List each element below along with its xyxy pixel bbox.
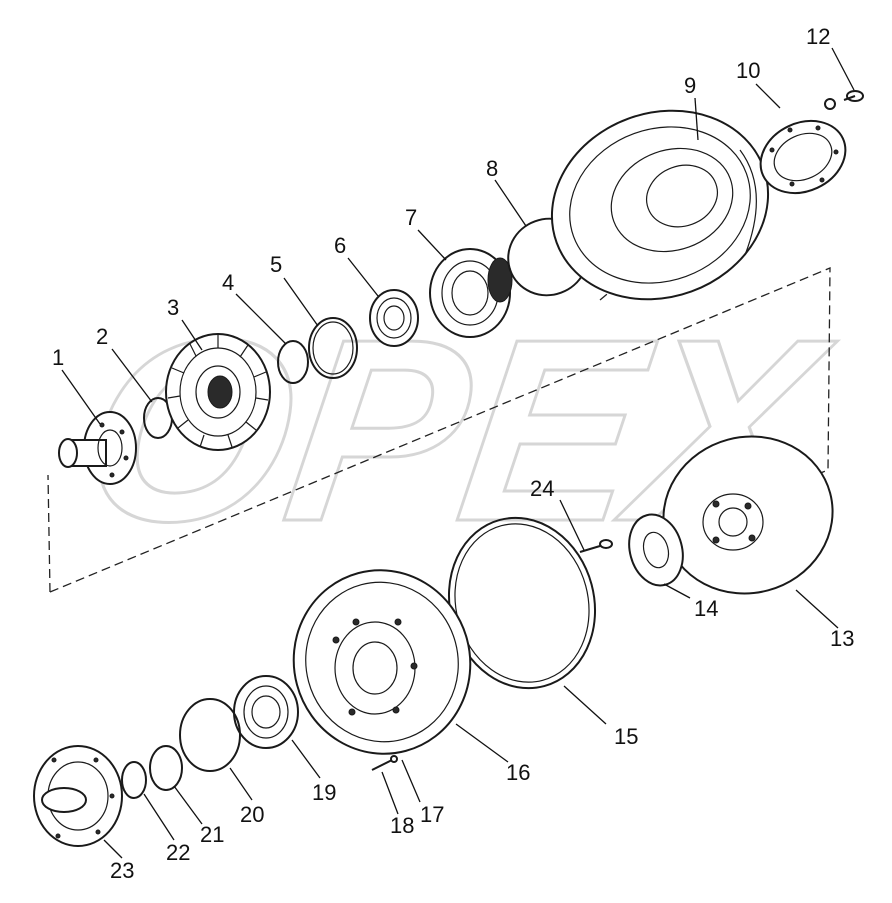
callout-14: 14 [694, 596, 718, 621]
part-9-housing [550, 109, 770, 301]
callout-5: 5 [270, 252, 282, 277]
callout-17: 17 [420, 802, 444, 827]
callout-18: 18 [390, 813, 414, 838]
part-5-ring [308, 317, 358, 379]
callout-16: 16 [506, 760, 530, 785]
part-13-flex-plate [662, 435, 834, 595]
callout-4: 4 [222, 270, 234, 295]
callout-7: 7 [405, 205, 417, 230]
part-7-stator [429, 248, 513, 338]
callout-22: 22 [166, 840, 190, 865]
part-19-bearing [233, 675, 299, 749]
callout-6: 6 [334, 233, 346, 258]
callout-2: 2 [96, 324, 108, 349]
callout-10: 10 [736, 58, 760, 83]
callout-3: 3 [167, 295, 179, 320]
part-6-bearing [369, 289, 419, 347]
callout-13: 13 [830, 626, 854, 651]
callout-1: 1 [52, 345, 64, 370]
callout-19: 19 [312, 780, 336, 805]
callout-15: 15 [614, 724, 638, 749]
part-24-bolt [579, 539, 613, 553]
callout-24: 24 [530, 476, 554, 501]
callout-labels: 1 2 3 4 5 6 7 8 9 10 12 13 14 15 16 17 1… [52, 24, 854, 883]
part-22-ring [121, 761, 147, 799]
part-10-plate [759, 120, 847, 194]
callout-8: 8 [486, 156, 498, 181]
part-16-cover [292, 569, 472, 755]
part-23-hub [33, 745, 123, 847]
part-4-ring [277, 340, 309, 384]
leader-lines [61, 47, 855, 859]
part-21-ring [149, 745, 183, 791]
callout-23: 23 [110, 858, 134, 883]
part-17-18-bolt [371, 755, 398, 771]
callout-20: 20 [240, 802, 264, 827]
part-12-bolt [824, 90, 864, 110]
callout-9: 9 [684, 73, 696, 98]
callout-21: 21 [200, 822, 224, 847]
callout-12: 12 [806, 24, 830, 49]
part-20-ring [179, 698, 241, 772]
part-3-turbine-wheel [165, 333, 271, 451]
part-1-shaft-flange [58, 411, 137, 485]
